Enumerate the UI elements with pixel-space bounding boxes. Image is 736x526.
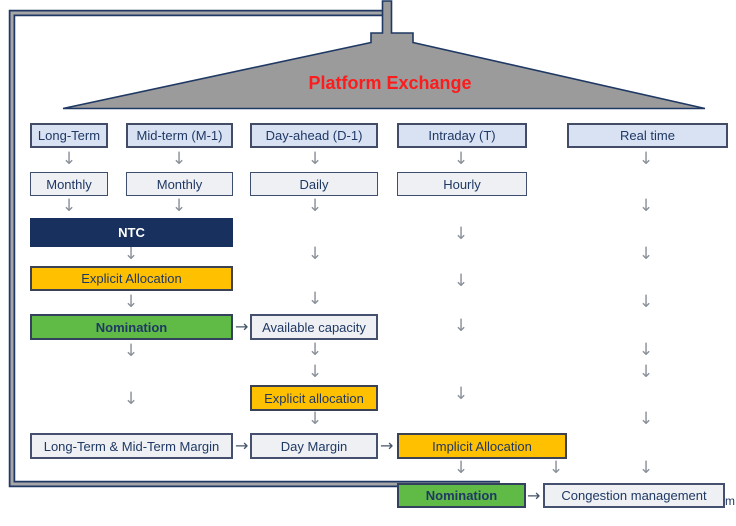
node-day-ahead: Day-ahead (D-1) — [250, 123, 378, 148]
node-lt-mt-margin: Long-Term & Mid-Term Margin — [30, 433, 233, 459]
stray-subscript-text: m — [725, 494, 735, 508]
down-arrow-icon: ↓ — [307, 244, 323, 264]
node-congestion-management: Congestion management — [543, 483, 725, 508]
node-long-term: Long-Term — [30, 123, 108, 148]
node-nomination-lt: Nomination — [30, 314, 233, 340]
down-arrow-icon: ↓ — [638, 149, 654, 169]
node-hourly: Hourly — [397, 172, 527, 196]
frame-inner-gray-line — [10, 11, 500, 486]
node-available-capacity: Available capacity — [250, 314, 378, 340]
down-arrow-icon: ↓ — [453, 316, 469, 336]
node-monthly-1: Monthly — [30, 172, 108, 196]
down-arrow-icon: ↓ — [307, 196, 323, 216]
down-arrow-icon: ↓ — [638, 458, 654, 478]
down-arrow-icon: ↓ — [453, 458, 469, 478]
right-arrow-icon: → — [380, 436, 394, 455]
node-real-time: Real time — [567, 123, 728, 148]
down-arrow-icon: ↓ — [123, 341, 139, 361]
down-arrow-icon: ↓ — [307, 289, 323, 309]
down-arrow-icon: ↓ — [548, 458, 564, 478]
down-arrow-icon: ↓ — [307, 362, 323, 382]
node-day-margin: Day Margin — [250, 433, 378, 459]
down-arrow-icon: ↓ — [123, 244, 139, 264]
node-ntc: NTC — [30, 218, 233, 247]
down-arrow-icon: ↓ — [123, 292, 139, 312]
roof-triangle-shape — [62, 0, 706, 110]
down-arrow-icon: ↓ — [123, 389, 139, 409]
down-arrow-icon: ↓ — [638, 409, 654, 429]
down-arrow-icon: ↓ — [453, 224, 469, 244]
down-arrow-icon: ↓ — [307, 409, 323, 429]
right-arrow-icon: → — [235, 436, 249, 455]
node-explicit-allocation-da: Explicit allocation — [250, 385, 378, 411]
node-implicit-allocation: Implicit Allocation — [397, 433, 567, 459]
node-intraday: Intraday (T) — [397, 123, 527, 148]
down-arrow-icon: ↓ — [638, 362, 654, 382]
node-explicit-allocation: Explicit Allocation — [30, 266, 233, 291]
node-monthly-2: Monthly — [126, 172, 233, 196]
node-nomination-id: Nomination — [397, 483, 526, 508]
down-arrow-icon: ↓ — [307, 149, 323, 169]
right-arrow-icon: → — [527, 486, 541, 505]
node-mid-term: Mid-term (M-1) — [126, 123, 233, 148]
banner-title: Platform Exchange — [308, 73, 472, 93]
down-arrow-icon: ↓ — [453, 384, 469, 404]
node-daily: Daily — [250, 172, 378, 196]
down-arrow-icon: ↓ — [453, 271, 469, 291]
down-arrow-icon: ↓ — [171, 196, 187, 216]
down-arrow-icon: ↓ — [638, 340, 654, 360]
down-arrow-icon: ↓ — [638, 196, 654, 216]
down-arrow-icon: ↓ — [638, 292, 654, 312]
down-arrow-icon: ↓ — [638, 244, 654, 264]
down-arrow-icon: ↓ — [61, 196, 77, 216]
down-arrow-icon: ↓ — [307, 340, 323, 360]
right-arrow-icon: → — [235, 317, 249, 336]
down-arrow-icon: ↓ — [61, 149, 77, 169]
down-arrow-icon: ↓ — [453, 149, 469, 169]
down-arrow-icon: ↓ — [171, 149, 187, 169]
